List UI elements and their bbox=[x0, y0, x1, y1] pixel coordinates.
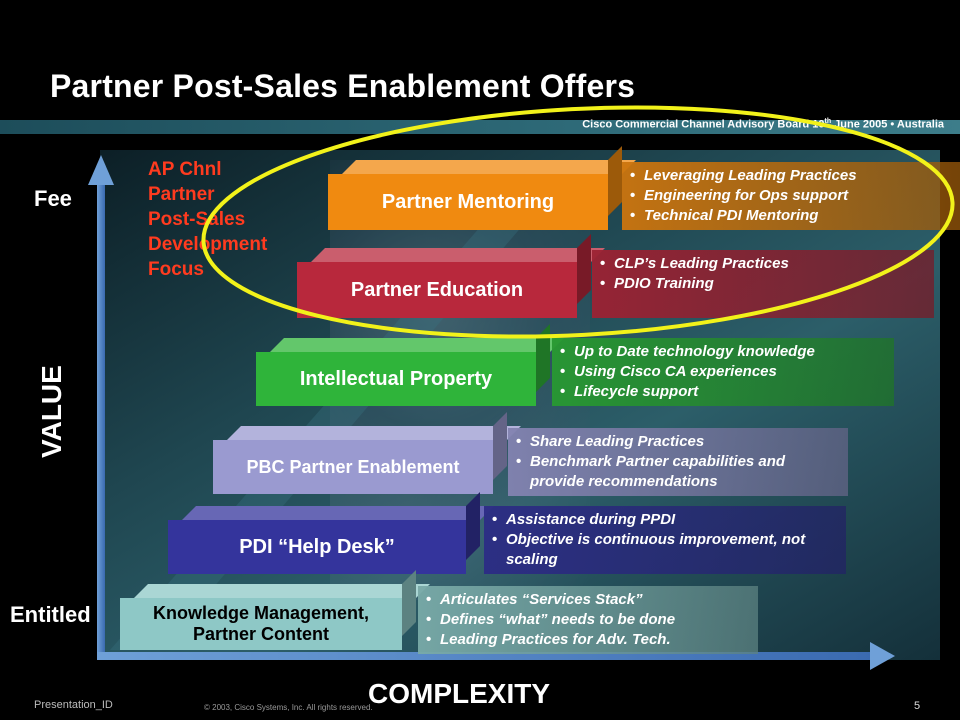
block-side bbox=[466, 492, 480, 560]
block-top bbox=[311, 248, 605, 262]
bullet-item: PDIO Training bbox=[600, 274, 926, 294]
block-side bbox=[536, 324, 550, 392]
offer-block: Partner Education bbox=[297, 234, 605, 318]
bullet-item: Using Cisco CA experiences bbox=[560, 362, 886, 382]
offer-block: Intellectual Property bbox=[256, 324, 564, 406]
axis-top-label: Fee bbox=[34, 186, 72, 211]
focus-line: Partner bbox=[148, 184, 215, 205]
offer-block: PBC Partner Enablement bbox=[213, 412, 521, 494]
block-side bbox=[493, 412, 507, 480]
bullet-item: Assistance during PPDI bbox=[492, 510, 838, 530]
focus-label: AP Chnl Partner Post-Sales Development F… bbox=[148, 157, 267, 282]
bullet-item: Objective is continuous improvement, not… bbox=[492, 530, 838, 570]
bullet-item: Lifecycle support bbox=[560, 382, 886, 402]
focus-line: Development bbox=[148, 234, 268, 255]
offer-name: Partner Education bbox=[297, 262, 577, 318]
offer-name: Knowledge Management, Partner Content bbox=[120, 598, 402, 650]
offer-name: Partner Mentoring bbox=[328, 174, 608, 230]
offer-name: PDI “Help Desk” bbox=[168, 520, 466, 574]
focus-line: Post-Sales bbox=[148, 209, 246, 230]
y-axis-arrow-icon bbox=[88, 155, 114, 185]
bullet-item: Defines “what” needs to be done bbox=[426, 610, 750, 630]
x-axis-line bbox=[97, 652, 877, 660]
page-title: Partner Post-Sales Enablement Offers bbox=[50, 68, 636, 104]
offer-bullets: Share Leading Practices Benchmark Partne… bbox=[508, 428, 848, 496]
block-side bbox=[577, 234, 591, 304]
y-axis-label: VALUE bbox=[36, 365, 67, 458]
bullet-item: Engineering for Ops support bbox=[630, 186, 952, 206]
bullet-item: Up to Date technology knowledge bbox=[560, 342, 886, 362]
offer-name: PBC Partner Enablement bbox=[213, 440, 493, 494]
block-top bbox=[342, 160, 636, 174]
x-axis-label: COMPLEXITY bbox=[368, 678, 551, 709]
bullet-item: Leading Practices for Adv. Tech. bbox=[426, 630, 750, 650]
block-top bbox=[227, 426, 521, 440]
footer-copyright: © 2003, Cisco Systems, Inc. All rights r… bbox=[204, 703, 373, 712]
offer-bullets: Leveraging Leading Practices Engineering… bbox=[622, 162, 960, 230]
offer-bullets: Up to Date technology knowledge Using Ci… bbox=[552, 338, 894, 406]
block-top bbox=[270, 338, 564, 352]
bullet-item: Share Leading Practices bbox=[516, 432, 840, 452]
x-axis-arrow-icon bbox=[870, 642, 895, 670]
offer-name: Intellectual Property bbox=[256, 352, 536, 406]
offer-bullets: Assistance during PPDI Objective is cont… bbox=[484, 506, 846, 574]
bullet-item: CLP’s Leading Practices bbox=[600, 254, 926, 274]
block-side bbox=[608, 146, 622, 216]
bullet-item: Leveraging Leading Practices bbox=[630, 166, 952, 186]
offer-bullets: CLP’s Leading Practices PDIO Training bbox=[592, 250, 934, 318]
offer-block: Knowledge Management, Partner Content bbox=[120, 570, 430, 650]
focus-line: AP Chnl bbox=[148, 159, 222, 180]
offer-block: PDI “Help Desk” bbox=[168, 492, 494, 574]
footer-presentation-id: Presentation_ID bbox=[34, 699, 113, 711]
y-axis-line bbox=[97, 180, 105, 658]
offer-bullets: Articulates “Services Stack” Defines “wh… bbox=[418, 586, 758, 654]
page-number: 5 bbox=[914, 700, 921, 712]
bullet-item: Technical PDI Mentoring bbox=[630, 206, 952, 226]
bullet-item: Articulates “Services Stack” bbox=[426, 590, 750, 610]
focus-line: Focus bbox=[148, 259, 204, 280]
block-top bbox=[182, 506, 494, 520]
offer-block: Partner Mentoring bbox=[328, 146, 636, 230]
bullet-item: Benchmark Partner capabilities and provi… bbox=[516, 452, 840, 492]
block-top bbox=[134, 584, 430, 598]
axis-bottom-label: Entitled bbox=[10, 602, 91, 627]
